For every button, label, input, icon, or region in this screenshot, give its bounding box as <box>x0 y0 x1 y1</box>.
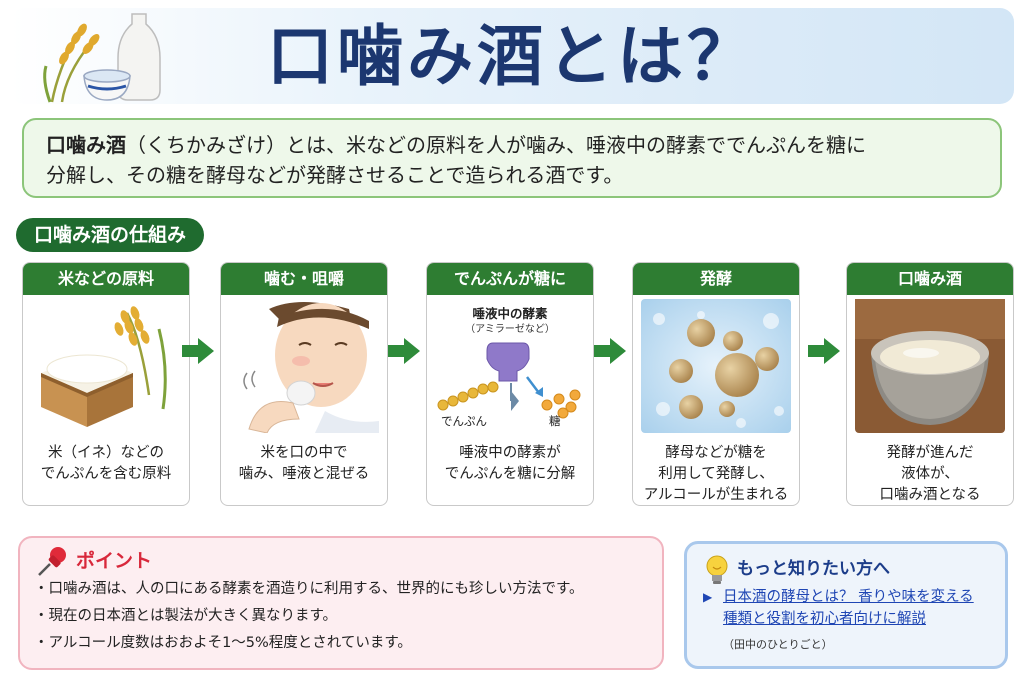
enzyme-sub-label: （アミラーゼなど） <box>465 324 555 335</box>
section-label: 口噛み酒の仕組み <box>16 218 205 252</box>
step-desc-line: 発酵が進んだ <box>886 445 974 461</box>
step-desc: 米（イネ）などの でんぷんを含む原料 <box>23 443 189 485</box>
step-desc-line: 酵母などが糖を <box>665 445 767 461</box>
step-title: 口噛み酒 <box>847 263 1013 295</box>
enzyme-label: 唾液中の酵素 <box>472 306 548 321</box>
step-desc-line: 液体が、 <box>901 466 959 482</box>
step-desc: 米を口の中で 噛み、唾液と混ぜる <box>221 443 387 485</box>
arrow-right-icon <box>182 338 214 364</box>
arrow-right-icon <box>388 338 420 364</box>
step-title: でんぷんが糖に <box>427 263 593 295</box>
step-card-raw-material: 米などの原料 米（イネ）などの でんぷんを含む原料 <box>22 262 190 506</box>
step-desc: 唾液中の酵素が でんぷんを糖に分解 <box>427 443 593 485</box>
step-card-chewing: 噛む・咀嚼 米を口の中で 噛み、唾液と混ぜる <box>220 262 388 506</box>
step-card-kuchikamizake: 口噛み酒 発酵が進んだ 液体が、 口噛み酒となる <box>846 262 1014 506</box>
intro-term: 口噛み酒 <box>46 133 126 157</box>
intro-line-1: 口噛み酒（くちかみざけ）とは、米などの原料を人が噛み、唾液中の酵素ででんぷんを糖… <box>46 130 978 160</box>
step-desc-line: でんぷんを含む原料 <box>40 466 172 482</box>
point-title: ポイント <box>34 546 648 576</box>
sugar-label: 糖 <box>549 414 561 428</box>
article-link-line[interactable]: 種類と役割を初心者向けに解説 <box>723 611 926 627</box>
intro-line-2: 分解し、その糖を酵母などが発酵させることで造られる酒です。 <box>46 163 624 187</box>
triangle-bullet-icon: ▶ <box>703 590 713 604</box>
step-desc-line: 唾液中の酵素が <box>459 445 561 461</box>
enzyme-reaction-diagram <box>437 342 581 419</box>
rice-box-illustration <box>41 306 167 427</box>
step-desc-line: 米（イネ）などの <box>48 445 164 461</box>
step-desc-line: 噛み、唾液と混ぜる <box>238 466 370 482</box>
more-info-box: もっと知りたい方へ ▶ 日本酒の酵母とは？ 香りや味を変える 種類と役割を初心者… <box>684 541 1008 669</box>
step-card-starch-to-sugar: でんぷんが糖に 唾液中の酵素 （アミラーゼなど） でんぷん 糖 唾液中の酵素が … <box>426 262 594 506</box>
point-title-text: ポイント <box>76 550 153 572</box>
intro-box: 口噛み酒（くちかみざけ）とは、米などの原料を人が噛み、唾液中の酵素ででんぷんを糖… <box>22 118 1002 198</box>
step-title: 噛む・咀嚼 <box>221 263 387 295</box>
person-chewing-illustration <box>243 302 379 433</box>
yeast-bubbles-illustration <box>641 299 791 433</box>
point-item: ・現在の日本酒とは製法が大きく異なります。 <box>34 608 338 624</box>
sake-cup-illustration <box>855 299 1005 433</box>
arrow-right-icon <box>808 338 840 364</box>
article-link[interactable]: ▶ 日本酒の酵母とは？ 香りや味を変える 種類と役割を初心者向けに解説 <box>701 586 991 630</box>
intro-text-1: （くちかみざけ）とは、米などの原料を人が噛み、唾液中の酵素ででんぷんを糖に <box>126 133 866 157</box>
more-title: もっと知りたい方へ <box>701 552 991 586</box>
more-title-text: もっと知りたい方へ <box>737 559 890 579</box>
step-title: 発酵 <box>633 263 799 295</box>
step-desc-line: でんぷんを糖に分解 <box>444 466 576 482</box>
more-note: （田中のひとりごと） <box>723 638 833 651</box>
sake-and-rice-illustration <box>43 13 161 103</box>
point-box: ポイント ・口噛み酒は、人の口にある酵素を酒造りに利用する、世界的にも珍しい方法… <box>18 536 664 670</box>
arrow-right-icon <box>594 338 626 364</box>
pushpin-icon <box>38 547 66 576</box>
step-desc: 酵母などが糖を 利用して発酵し、 アルコールが生まれる <box>633 443 799 505</box>
step-desc-line: アルコールが生まれる <box>643 487 789 503</box>
step-desc: 発酵が進んだ 液体が、 口噛み酒となる <box>847 443 1013 505</box>
point-item: ・アルコール度数はおおよそ1〜5%程度とされています。 <box>34 635 412 651</box>
step-desc-line: 利用して発酵し、 <box>658 466 774 482</box>
article-link-line[interactable]: 日本酒の酵母とは？ 香りや味を変える <box>723 589 974 605</box>
header-banner: 口噛み酒とは？ <box>10 8 1014 104</box>
page-title: 口噛み酒とは？ <box>267 17 757 95</box>
step-title: 米などの原料 <box>23 263 189 295</box>
starch-label: でんぷん <box>441 414 487 428</box>
step-card-fermentation: 発酵 酵母などが糖を 利用して発酵し、 アルコールが生まれる <box>632 262 800 506</box>
point-item: ・口噛み酒は、人の口にある酵素を酒造りに利用する、世界的にも珍しい方法です。 <box>34 581 584 597</box>
step-desc-line: 米を口の中で <box>260 445 348 461</box>
step-desc-line: 口噛み酒となる <box>879 487 981 503</box>
lightbulb-icon <box>706 555 728 584</box>
